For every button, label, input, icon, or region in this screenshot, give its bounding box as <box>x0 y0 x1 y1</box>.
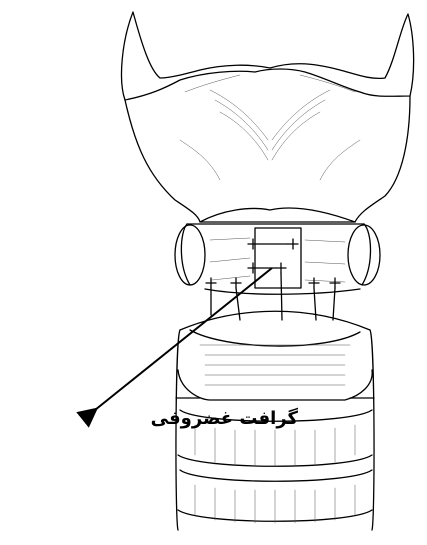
thyroid-cartilage <box>122 12 414 222</box>
sutures <box>206 239 340 320</box>
graft-arrow <box>95 268 272 410</box>
thyroid-hatching <box>180 75 360 180</box>
cricoid-cartilage <box>175 224 380 294</box>
cartilage-graft <box>255 228 301 288</box>
trachea-hatching <box>195 345 355 523</box>
graft-label: گرافت غضروفی <box>128 408 298 429</box>
